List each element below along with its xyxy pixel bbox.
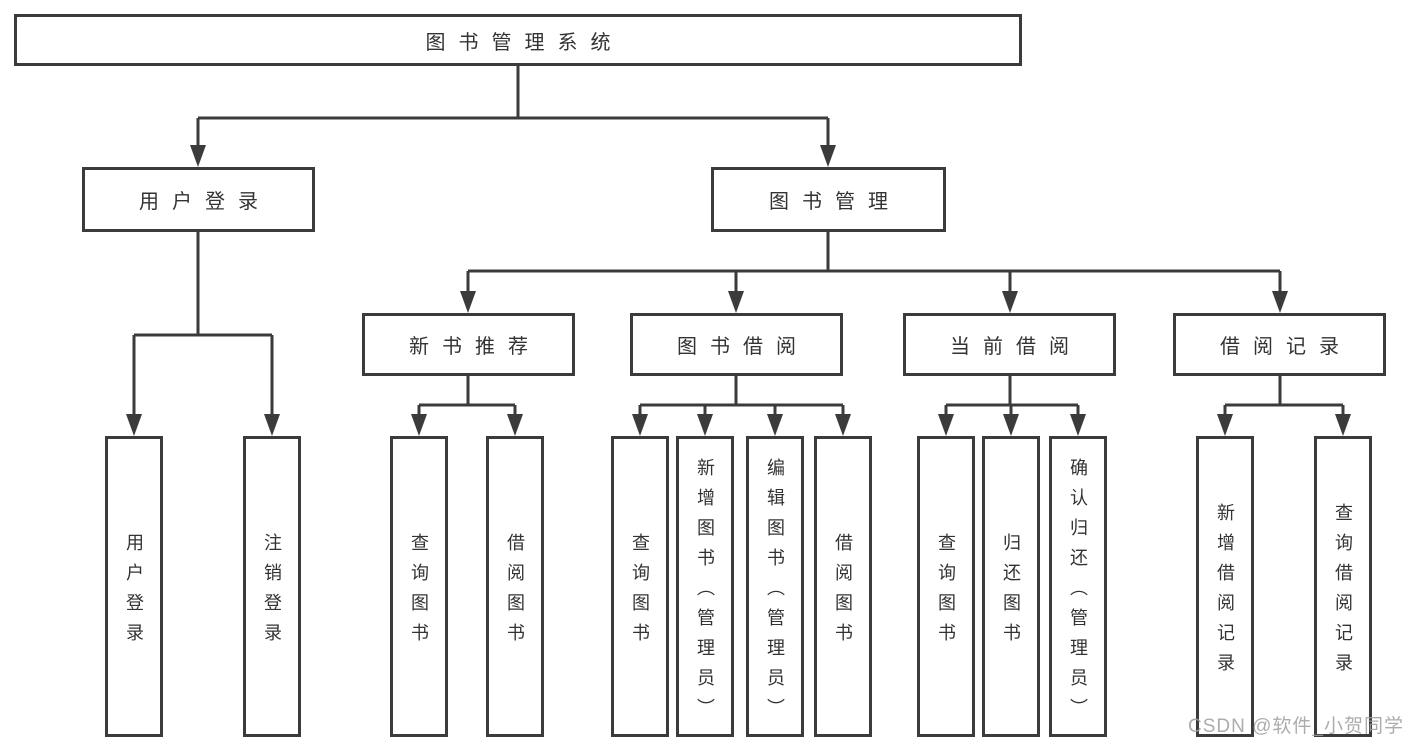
arrowheads bbox=[126, 145, 1351, 436]
leaf-cb-confirm-return-admin: 确认归还（管理员） bbox=[1049, 436, 1107, 737]
leaf-bb-edit-books-admin: 编辑图书（管理员） bbox=[746, 436, 804, 737]
leaf-bb-query-books: 查询图书 bbox=[611, 436, 669, 737]
leaf-logout-login: 注销登录 bbox=[243, 436, 301, 737]
leaf-nbr-borrow-books: 借阅图书 bbox=[486, 436, 544, 737]
watermark-text: CSDN @软件_小贺同学 bbox=[1188, 716, 1404, 737]
node-borrowing-records: 借阅记录 bbox=[1173, 313, 1386, 376]
leaf-user-login: 用户登录 bbox=[105, 436, 163, 737]
leaf-nbr-query-books: 查询图书 bbox=[390, 436, 448, 737]
node-user-login: 用户登录 bbox=[82, 167, 315, 232]
leaf-bb-add-books-admin: 新增图书（管理员） bbox=[676, 436, 734, 737]
node-book-borrowing: 图书借阅 bbox=[630, 313, 843, 376]
node-new-book-recommend: 新书推荐 bbox=[362, 313, 575, 376]
leaf-br-query-record: 查询借阅记录 bbox=[1314, 436, 1372, 737]
leaf-cb-return-books: 归还图书 bbox=[982, 436, 1040, 737]
node-book-management: 图书管理 bbox=[711, 167, 946, 232]
leaf-cb-query-books: 查询图书 bbox=[917, 436, 975, 737]
node-library-management-system: 图书管理系统 bbox=[14, 14, 1022, 66]
node-current-borrowing: 当前借阅 bbox=[903, 313, 1116, 376]
leaf-bb-borrow-books: 借阅图书 bbox=[814, 436, 872, 737]
leaf-br-add-record: 新增借阅记录 bbox=[1196, 436, 1254, 737]
